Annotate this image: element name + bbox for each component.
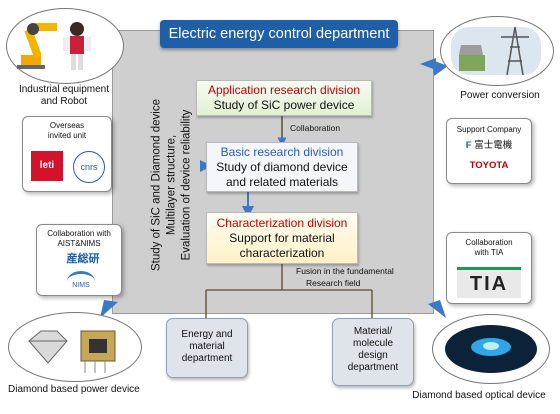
- molecule-dept-line-4: department: [347, 362, 399, 373]
- aist-nims-box: Collaboration with AIST&NIMS 産総研 NIMS: [36, 224, 122, 296]
- fuji-electric-text: 富士電機: [474, 140, 513, 151]
- support-company-box: Support Company F 富士電機 TOYOTA: [446, 118, 532, 184]
- robot-icon: [17, 22, 91, 70]
- molecule-dept-line-3: design: [358, 350, 388, 361]
- basic-division-body-2: and related materials: [225, 175, 339, 189]
- energy-dept-line-2: material: [189, 341, 225, 352]
- aist-logo: 産総研: [66, 253, 100, 265]
- molecule-dept-line-2: molecule: [352, 338, 394, 349]
- fusion-label-2: Research field: [306, 278, 361, 288]
- collaboration-label: Collaboration: [290, 123, 341, 133]
- diamond-optical-caption: Diamond based optical device: [412, 390, 546, 401]
- application-research-division: Application research division Study of S…: [196, 80, 372, 116]
- tia-logo: TIA: [457, 267, 521, 298]
- aist-line-2: AIST&NIMS: [57, 239, 101, 248]
- arrow-top-right-head: [420, 58, 436, 70]
- nims-logo: NIMS: [67, 271, 95, 292]
- diamond-power-ellipse: [8, 312, 142, 382]
- diamond-chip-icon: [28, 330, 116, 373]
- arrow-bottom-left: [100, 300, 118, 318]
- diamond-optical-ellipse: [432, 314, 550, 384]
- industrial-equipment-caption: Industrial equipment and Robot: [8, 84, 120, 108]
- characterization-division-title: Characterization division: [216, 216, 348, 230]
- characterization-division-body-1: Support for material: [229, 231, 335, 245]
- cnrs-logo: cnrs: [73, 151, 105, 183]
- vertical-line-3: Evaluation of device reliability: [180, 109, 193, 261]
- overseas-line-1: Overseas: [49, 121, 85, 130]
- characterization-division: Characterization division Support for ma…: [206, 212, 358, 264]
- leti-logo: leti: [31, 151, 63, 181]
- industrial-equipment-ellipse: [6, 8, 124, 84]
- fusion-label-1: Fusion in the fundamental: [296, 266, 394, 276]
- arrow-bottom-right: [428, 300, 446, 318]
- tia-line-2: with TIA: [474, 248, 504, 257]
- tia-collaboration-box: Collaboration with TIA TIA: [446, 232, 532, 304]
- fuji-electric-logo: F 富士電機: [453, 139, 525, 153]
- vertical-line-2: Multilayer structure,: [165, 134, 178, 236]
- energy-dept-line-1: Energy and: [181, 329, 233, 340]
- power-tower-icon: [451, 26, 541, 76]
- application-division-title: Application research division: [207, 83, 361, 97]
- optical-device-icon: [445, 325, 537, 373]
- overseas-invited-unit-box: Overseas invited unit leti cnrs: [22, 116, 112, 192]
- overseas-line-2: invited unit: [47, 131, 87, 140]
- tia-line-1: Collaboration: [465, 238, 513, 247]
- vertical-line-1: Study of SiC and Diamond device: [150, 99, 163, 271]
- toyota-logo: TOYOTA: [469, 160, 509, 171]
- aist-line-1: Collaboration with: [47, 229, 111, 238]
- material-molecule-department: Material/ molecule design department: [332, 318, 414, 386]
- molecule-dept-line-1: Material/: [353, 326, 393, 337]
- power-conversion-ellipse: [440, 16, 554, 86]
- department-header: Electric energy control department: [160, 20, 398, 48]
- support-company-title: Support Company: [456, 125, 522, 134]
- basic-research-division: Basic research division Study of diamond…: [206, 142, 358, 192]
- basic-division-title: Basic research division: [220, 145, 344, 159]
- industrial-caption-text: Industrial equipment and Robot: [18, 84, 110, 107]
- energy-material-department: Energy and material department: [166, 318, 248, 378]
- diamond-power-caption: Diamond based power device: [8, 384, 140, 395]
- application-division-body: Study of SiC power device: [213, 98, 355, 112]
- fuji-icon: F: [465, 140, 472, 151]
- energy-dept-line-3: department: [181, 353, 233, 364]
- characterization-division-body-2: characterization: [239, 246, 325, 260]
- basic-division-body-1: Study of diamond device: [216, 160, 348, 174]
- power-conversion-caption: Power conversion: [460, 90, 540, 101]
